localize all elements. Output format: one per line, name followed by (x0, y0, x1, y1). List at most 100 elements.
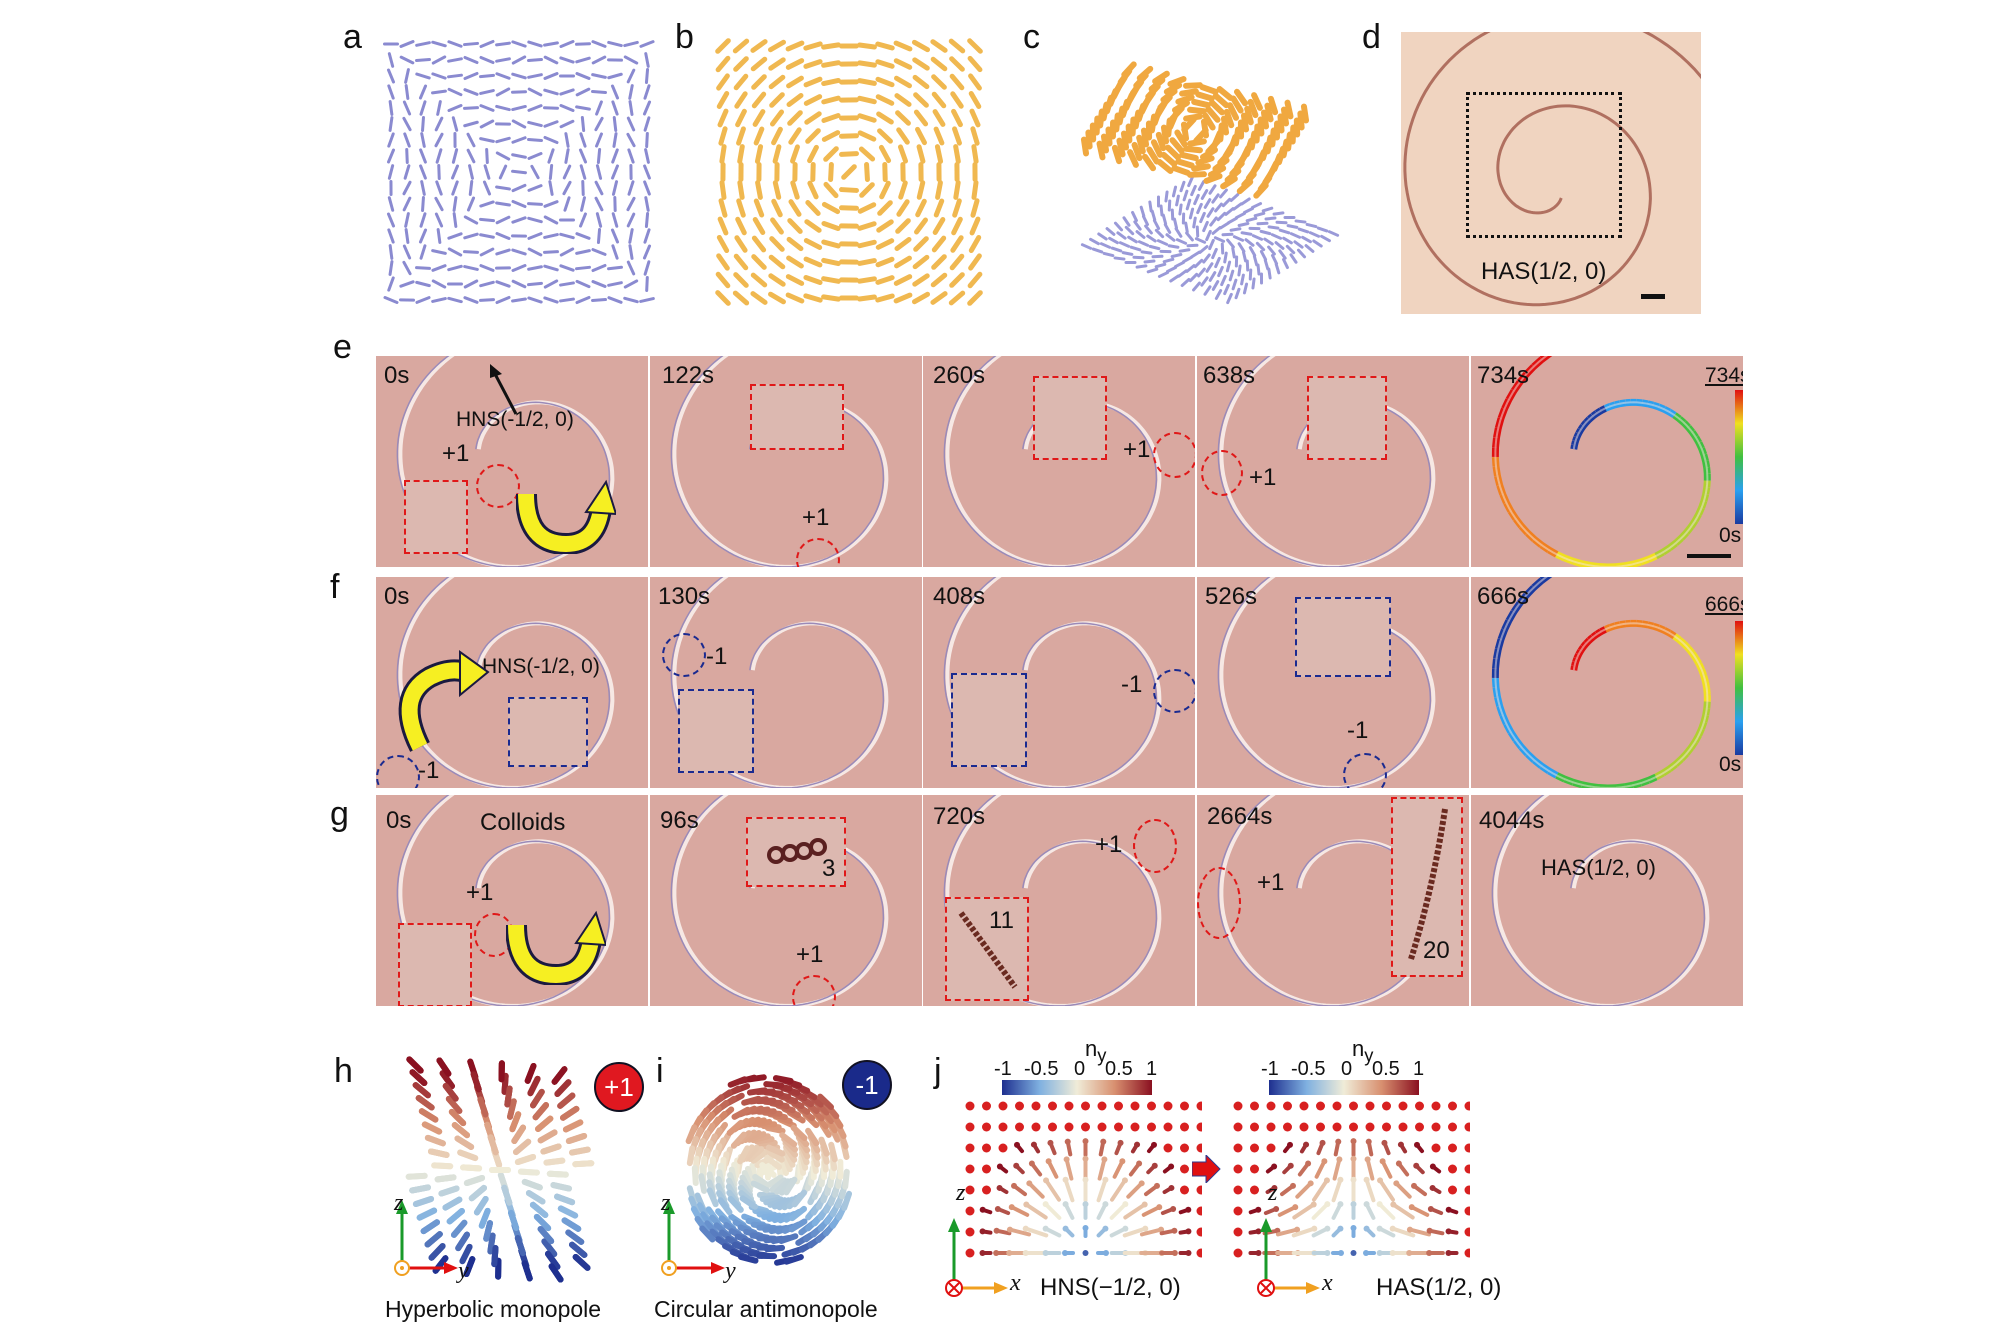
vector-point (1180, 1164, 1189, 1174)
rod (1203, 173, 1223, 184)
rod (434, 1174, 457, 1183)
rod (642, 244, 652, 260)
colloid-chain-icon (1408, 808, 1448, 960)
rod (387, 228, 395, 244)
rod (787, 218, 803, 234)
rod (875, 76, 895, 88)
rod (559, 281, 575, 287)
rod (644, 52, 650, 68)
rod (1164, 190, 1169, 203)
rod (930, 56, 948, 72)
arrow-head (1082, 1176, 1089, 1183)
rod (452, 196, 458, 212)
vector-arrow (1064, 1157, 1074, 1181)
rod (447, 103, 463, 113)
arrow-head (1006, 1226, 1013, 1233)
rod (894, 237, 912, 251)
arrow-head (1321, 1158, 1328, 1165)
rod (915, 126, 927, 146)
rod (387, 276, 395, 292)
vector-point (1250, 1122, 1259, 1132)
rod (468, 164, 474, 180)
rod (1255, 241, 1266, 252)
e-frame-3: 260s +1 (923, 356, 1195, 567)
arrow-head (1413, 1162, 1420, 1169)
rod (1170, 252, 1183, 259)
panel-j: ny -1 -0.5 0 0.5 1 ny -1 -0.5 0 0.5 1 z … (940, 1036, 1740, 1330)
arrow-head (1363, 1250, 1369, 1256)
rod (419, 148, 427, 164)
rod (1163, 82, 1183, 95)
vector-point (1233, 1227, 1243, 1237)
arrow-head (1426, 1250, 1433, 1256)
rod (564, 148, 570, 164)
rod (1089, 237, 1100, 246)
charge-label: +1 (1249, 464, 1277, 491)
f-frame-3: 408s -1 (923, 577, 1195, 788)
arrow-head (1171, 1227, 1178, 1234)
rod (1208, 99, 1226, 116)
colorbar-max: 666s (1705, 593, 1743, 616)
rod (626, 196, 636, 212)
rod (1191, 98, 1211, 109)
rod (431, 279, 447, 289)
charge-label: +1 (1123, 436, 1151, 463)
rod (951, 216, 963, 236)
rod (607, 265, 623, 271)
arrow-head (1082, 1155, 1089, 1162)
rod (1183, 82, 1203, 89)
vector-point (982, 1185, 991, 1195)
rod (511, 264, 527, 272)
rod (912, 74, 930, 90)
rod (967, 55, 983, 73)
rod (788, 1218, 808, 1233)
rod (559, 232, 575, 240)
f-frame-4: 526s -1 (1197, 577, 1469, 788)
rod (451, 1122, 471, 1139)
rod (1179, 180, 1186, 193)
rod (751, 91, 767, 109)
rod (803, 256, 823, 268)
rod (543, 215, 559, 225)
vector-arrow (1044, 1178, 1061, 1202)
rod (1175, 94, 1195, 105)
axis-z-label: z (1268, 1180, 1278, 1206)
rod (1174, 260, 1185, 269)
rod (737, 180, 745, 200)
rod (487, 1232, 496, 1255)
vector-arrow (1024, 1202, 1048, 1220)
rod (770, 217, 784, 235)
rod (524, 1062, 537, 1084)
rod (763, 1081, 785, 1089)
rod (565, 1229, 585, 1245)
rod (1165, 233, 1176, 242)
e-frame-1: 0s HNS(-1/2, 0) +1 (376, 356, 648, 567)
rod (548, 180, 554, 196)
rod (527, 216, 543, 224)
rod (786, 75, 804, 89)
rod (575, 232, 591, 240)
rod (1143, 259, 1156, 264)
hns-vector-field (965, 1101, 1202, 1258)
rod (735, 108, 747, 128)
rod (591, 280, 607, 288)
rod (1308, 231, 1321, 238)
rod (1180, 277, 1191, 288)
rod (1157, 271, 1170, 278)
rod (952, 126, 962, 146)
rod (559, 40, 575, 48)
rod (643, 260, 651, 276)
rod (894, 93, 912, 107)
vector-point (1196, 1248, 1202, 1258)
rod (557, 1205, 579, 1219)
rod (639, 297, 655, 303)
arrow-head (1100, 1138, 1107, 1145)
rod (591, 40, 607, 48)
rod (479, 73, 495, 79)
rod (424, 1134, 446, 1147)
rod (559, 104, 575, 112)
rod (495, 87, 511, 97)
rod (610, 228, 620, 244)
rod (857, 130, 877, 142)
vector-point (1464, 1164, 1470, 1174)
